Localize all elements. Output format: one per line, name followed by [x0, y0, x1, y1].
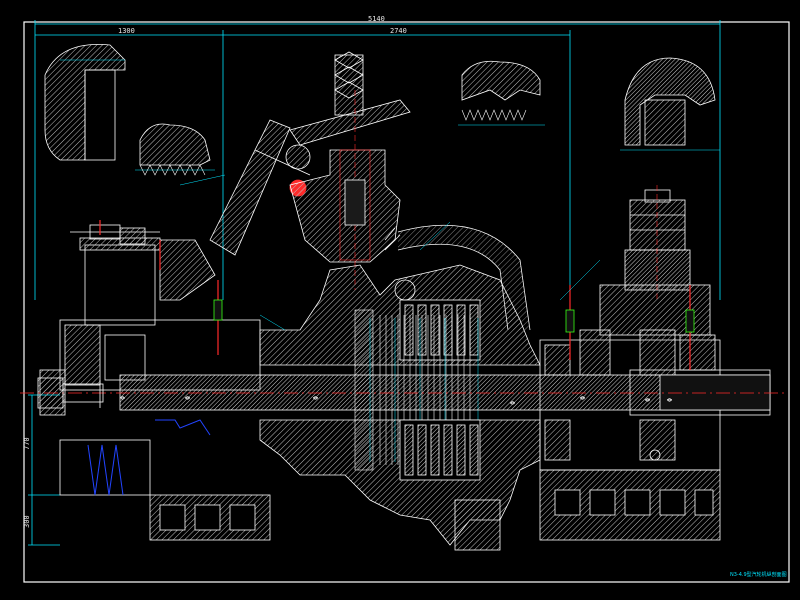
- shaft-label-1: Φ: [119, 396, 127, 400]
- detail-view-seal-2: [458, 60, 545, 126]
- governor-valve: [289, 90, 401, 290]
- detail-view-seal-1: [135, 123, 215, 176]
- valve-linkage: [209, 51, 411, 256]
- dim-height-lower: 770: [23, 437, 31, 450]
- shaft-diameter-labels: Φ Φ Φ Φ Φ Φ Φ: [119, 396, 674, 405]
- dim-right-span: 2740: [390, 27, 407, 35]
- turbine-casing-upper: [259, 264, 541, 366]
- drawing-frame: [23, 21, 790, 583]
- steam-inlet-pipe: [384, 224, 531, 331]
- rear-bearing-housing: [539, 329, 721, 471]
- detail-view-right: [620, 57, 720, 151]
- title-block: N3-4.9型汽轮机纵剖面图: [730, 571, 787, 578]
- turbine-casing-lower: [259, 419, 541, 551]
- dim-left-span: 1300: [118, 27, 135, 35]
- shaft-label-6: Φ: [644, 398, 652, 402]
- shaft-label-3: Φ: [312, 396, 320, 400]
- shaft-label-2: Φ: [184, 396, 192, 400]
- front-coupling: [37, 377, 104, 409]
- thermocouples: [99, 220, 695, 370]
- shaft-label-5: Φ: [579, 396, 587, 400]
- shaft-label-4: Φ: [509, 401, 517, 405]
- rotor-shaft: [20, 369, 785, 416]
- front-support-springs: [87, 419, 211, 496]
- leader-lines: [179, 174, 601, 331]
- detail-view-left: [44, 44, 126, 161]
- foundation: [59, 439, 721, 541]
- shaft-label-7: Φ: [666, 398, 674, 402]
- dim-overall-length: 5140: [368, 15, 385, 23]
- dim-height-base: 300: [23, 515, 31, 528]
